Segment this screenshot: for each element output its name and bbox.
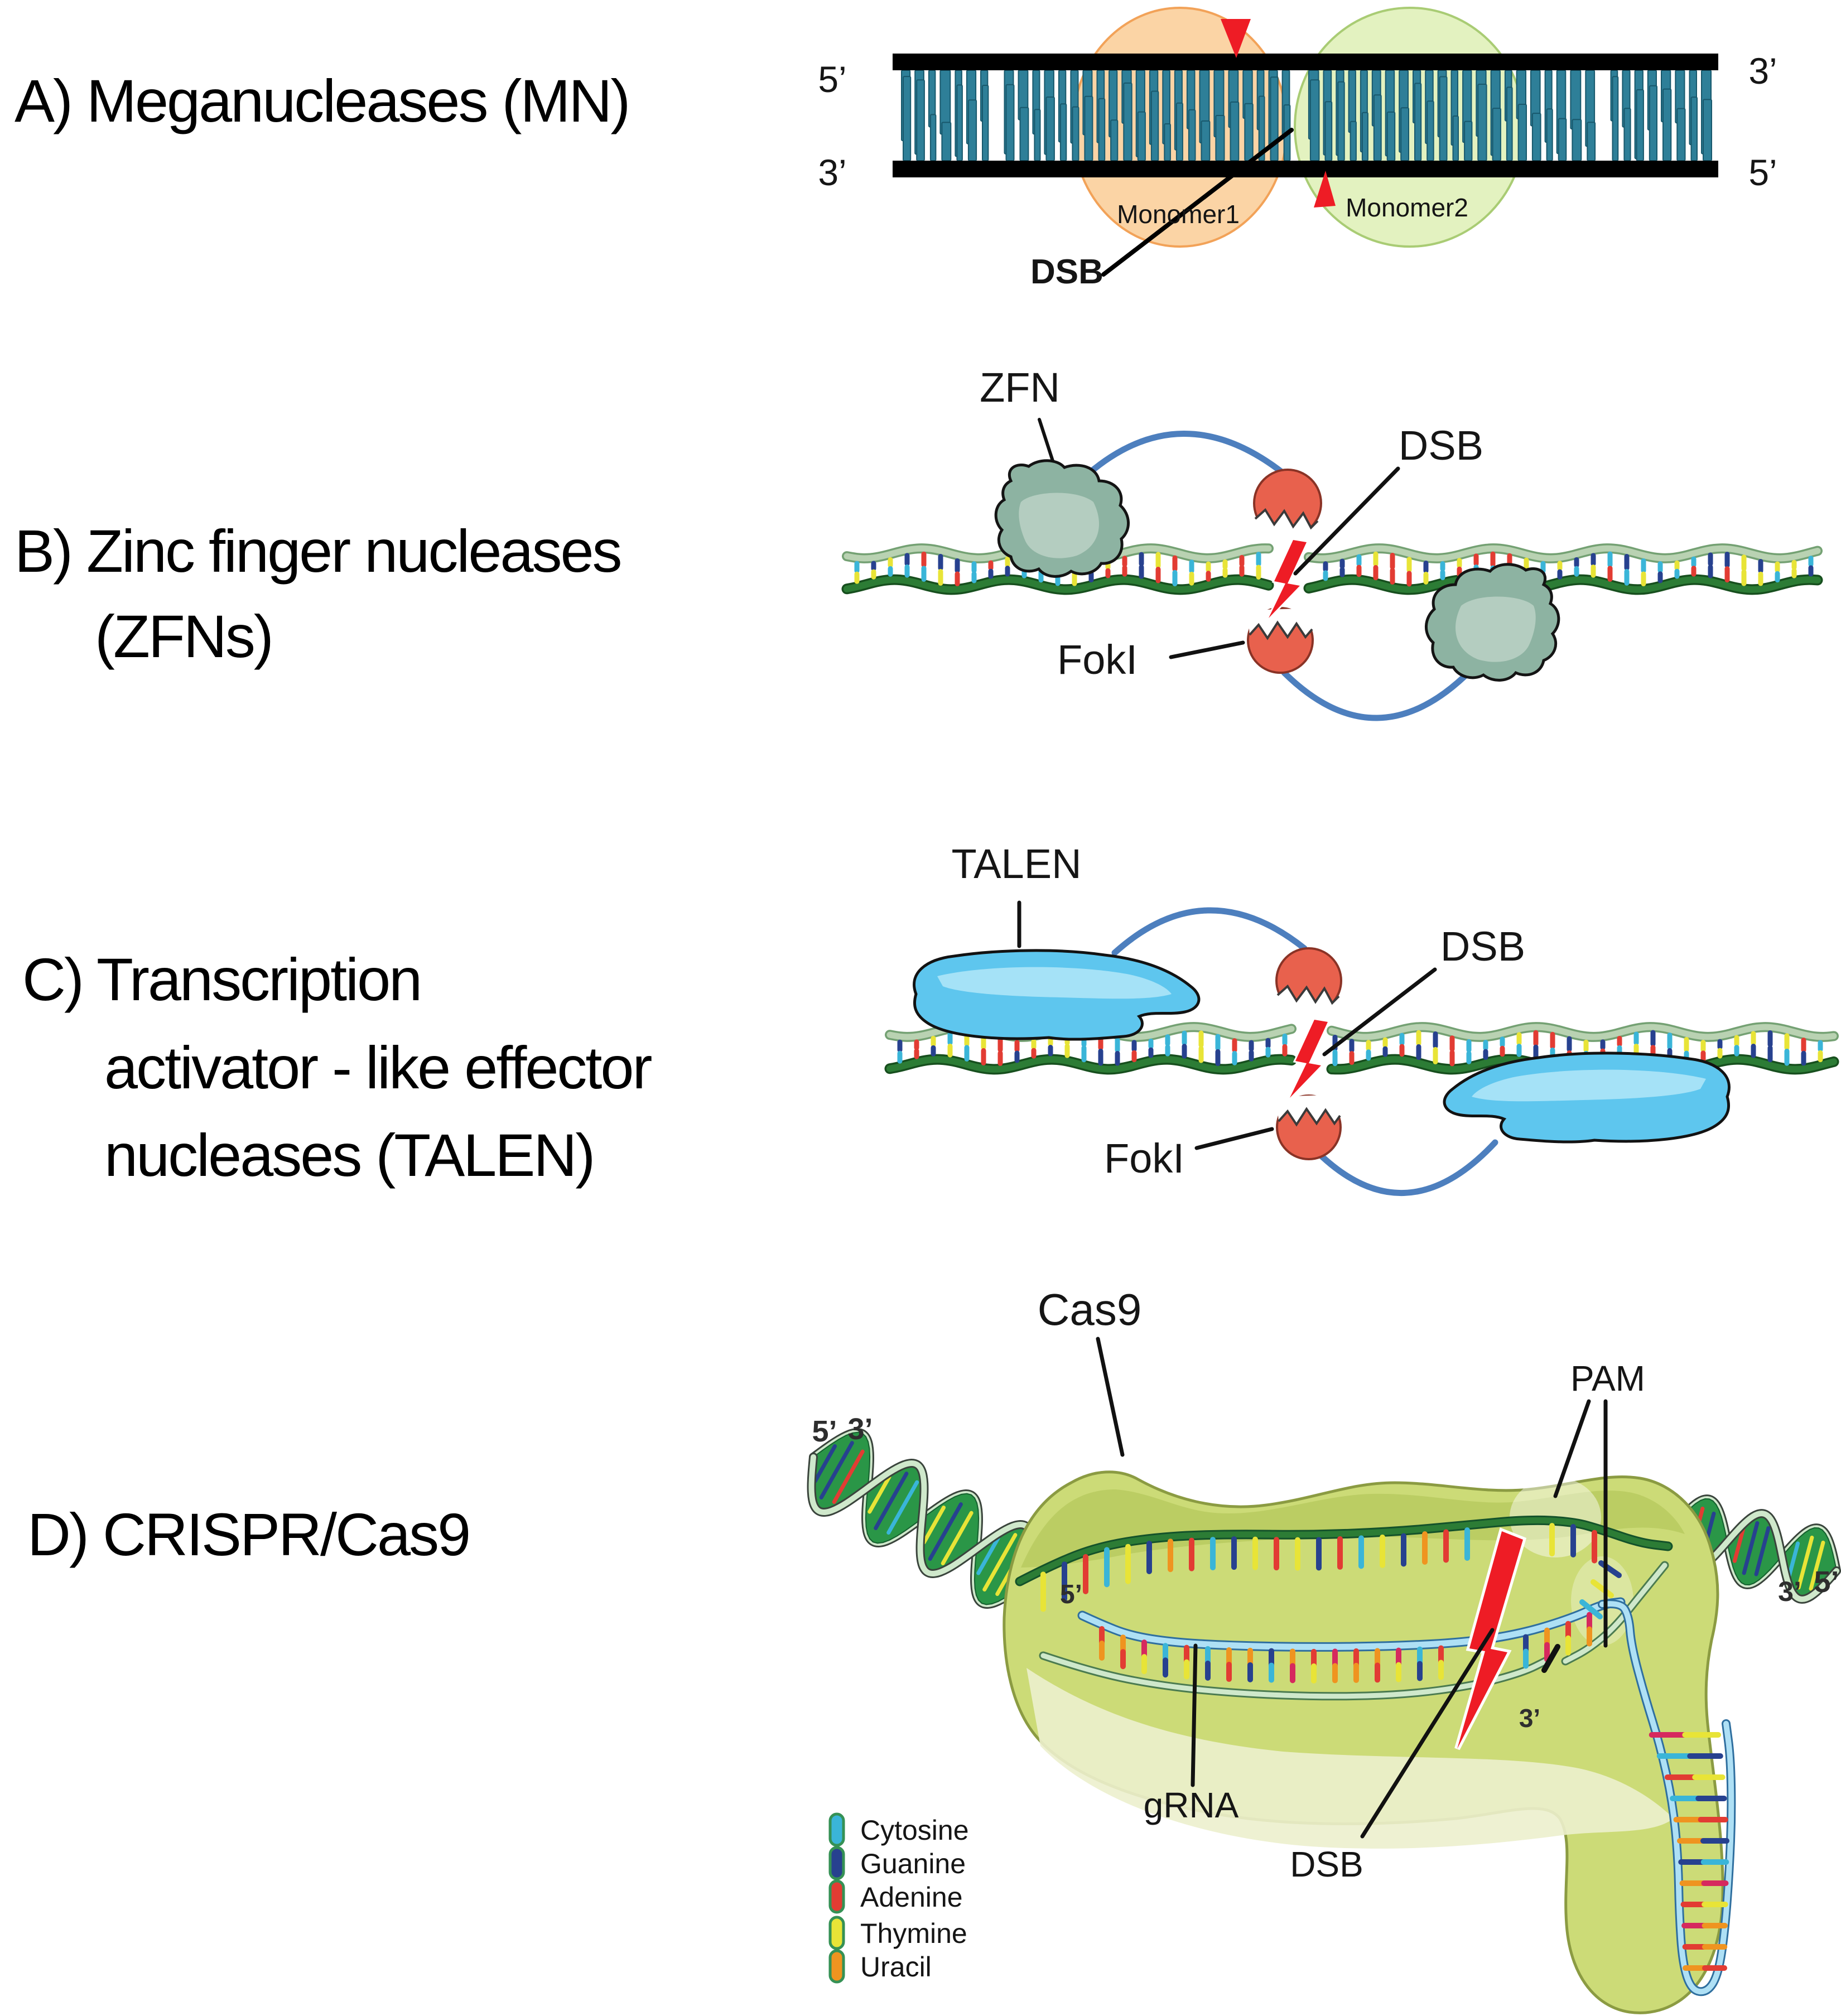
three-prime-cut-tick (1541, 1644, 1560, 1673)
legend-swatch-guanine (828, 1846, 845, 1880)
legend-label-cytosine: Cytosine (860, 1815, 969, 1846)
dna-double-helix-left (807, 1428, 1038, 1609)
fokI-label: FokI (1057, 636, 1138, 683)
end-label-3-right: 3’ (1778, 1576, 1801, 1607)
legend-swatch-cytosine (828, 1812, 845, 1847)
dna-backbone-top (893, 54, 1718, 70)
end-label-3-inner: 3’ (1519, 1704, 1540, 1733)
dsb-label: DSB (1290, 1844, 1363, 1884)
panel-d-title: D) CRISPR/Cas9 (27, 1501, 471, 1568)
panel-c-title-line2: activator - like effector (104, 1034, 652, 1101)
dsb-label: DSB (1399, 422, 1483, 469)
cleavage-arrow-top-icon (1221, 19, 1251, 58)
end-label-3-bottom-left: 3’ (818, 152, 846, 193)
zfn-protein-left (996, 461, 1128, 577)
end-label-5-left: 5’ (812, 1415, 837, 1448)
fokI-domain-top (1275, 947, 1342, 1017)
cas9-label: Cas9 (1038, 1285, 1142, 1334)
fokI-domain-top (1253, 469, 1322, 542)
grna-label: gRNA (1144, 1785, 1239, 1825)
legend-swatch-thymine (828, 1916, 845, 1950)
legend-label-uracil: Uracil (860, 1951, 932, 1983)
panel-c-diagram: TALEN DSB FokI (884, 841, 1839, 1197)
fokI-pointer-line (1194, 1127, 1274, 1150)
panel-b-diagram: ZFN DSB FokI (841, 364, 1823, 721)
dsb-bolt-icon (1288, 1017, 1331, 1099)
dsb-label: DSB (1440, 923, 1525, 970)
zfn-linker-bottom (1281, 667, 1474, 721)
legend-swatch-adenine (828, 1879, 845, 1914)
legend-label-thymine: Thymine (860, 1918, 967, 1949)
fokI-pointer-line (1169, 640, 1245, 659)
fokI-domain-bottom (1276, 1094, 1342, 1160)
zfn-pointer-line (1038, 418, 1054, 462)
base-legend: Cytosine Guanine Adenine Thymine Uracil (828, 1812, 969, 1984)
zfn-linker-top (1085, 431, 1286, 478)
dsb-bolt-icon (1267, 538, 1309, 620)
dsb-label: DSB (1030, 253, 1103, 291)
end-label-5-bottom-right: 5’ (1748, 152, 1777, 193)
end-label-3-top-right: 3’ (1748, 50, 1777, 91)
talen-linker-bottom (1310, 1139, 1498, 1197)
zfn-label: ZFN (980, 364, 1060, 411)
cas9-pointer-line (1096, 1337, 1125, 1457)
cleavage-arrow-bottom-icon (1314, 171, 1336, 208)
monomer2-label: Monomer2 (1346, 193, 1468, 222)
panel-c-title-line3: nucleases (TALEN) (104, 1121, 595, 1189)
dsb-pointer-line (1322, 967, 1437, 1057)
talen-linker-top (1111, 907, 1308, 956)
dna-backbone-bottom (893, 161, 1718, 177)
panel-a-title: A) Meganucleases (MN) (15, 67, 630, 134)
dna-ladder (841, 543, 1823, 595)
end-label-5-inner: 5’ (1060, 1580, 1082, 1609)
fokI-label: FokI (1104, 1135, 1184, 1181)
monomer1-label: Monomer1 (1117, 200, 1240, 229)
dsb-pointer-line (1101, 128, 1294, 277)
panel-c-title-line1: C) Transcription (22, 946, 422, 1013)
panel-b-title-line1: B) Zinc finger nucleases (15, 517, 623, 585)
talen-label: TALEN (951, 841, 1081, 887)
dsb-pointer-line (1293, 466, 1400, 576)
panel-a-diagram: 5’ 3’ 3’ 5’ Monomer1 Monomer2 DSB (818, 7, 1777, 291)
legend-swatch-uracil (828, 1949, 845, 1984)
legend-label-adenine: Adenine (860, 1882, 963, 1913)
end-label-5-right: 5’ (1814, 1565, 1839, 1599)
fokI-domain-bottom (1247, 607, 1314, 674)
zfn-protein-right (1426, 565, 1558, 681)
dsb-bolt-icon (1454, 1527, 1527, 1750)
pam-pointer-line-1 (1553, 1399, 1591, 1498)
end-label-5-top-left: 5’ (818, 59, 846, 100)
panel-d-diagram: Cas9 PAM gRNA DSB 5’ 3’ 5’ 3’ 3’ 5’ Cyto… (807, 1285, 1841, 2014)
panel-b-title-line2: (ZFNs) (95, 602, 274, 670)
pam-label: PAM (1570, 1358, 1645, 1398)
end-label-3-left: 3’ (847, 1412, 873, 1446)
dsb-pointer-line (1360, 1628, 1495, 1839)
legend-label-guanine: Guanine (860, 1848, 966, 1879)
grna-pointer-line (1191, 1643, 1198, 1787)
talen-protein-left (914, 951, 1199, 1039)
cas9-protein (1003, 1470, 1724, 2014)
